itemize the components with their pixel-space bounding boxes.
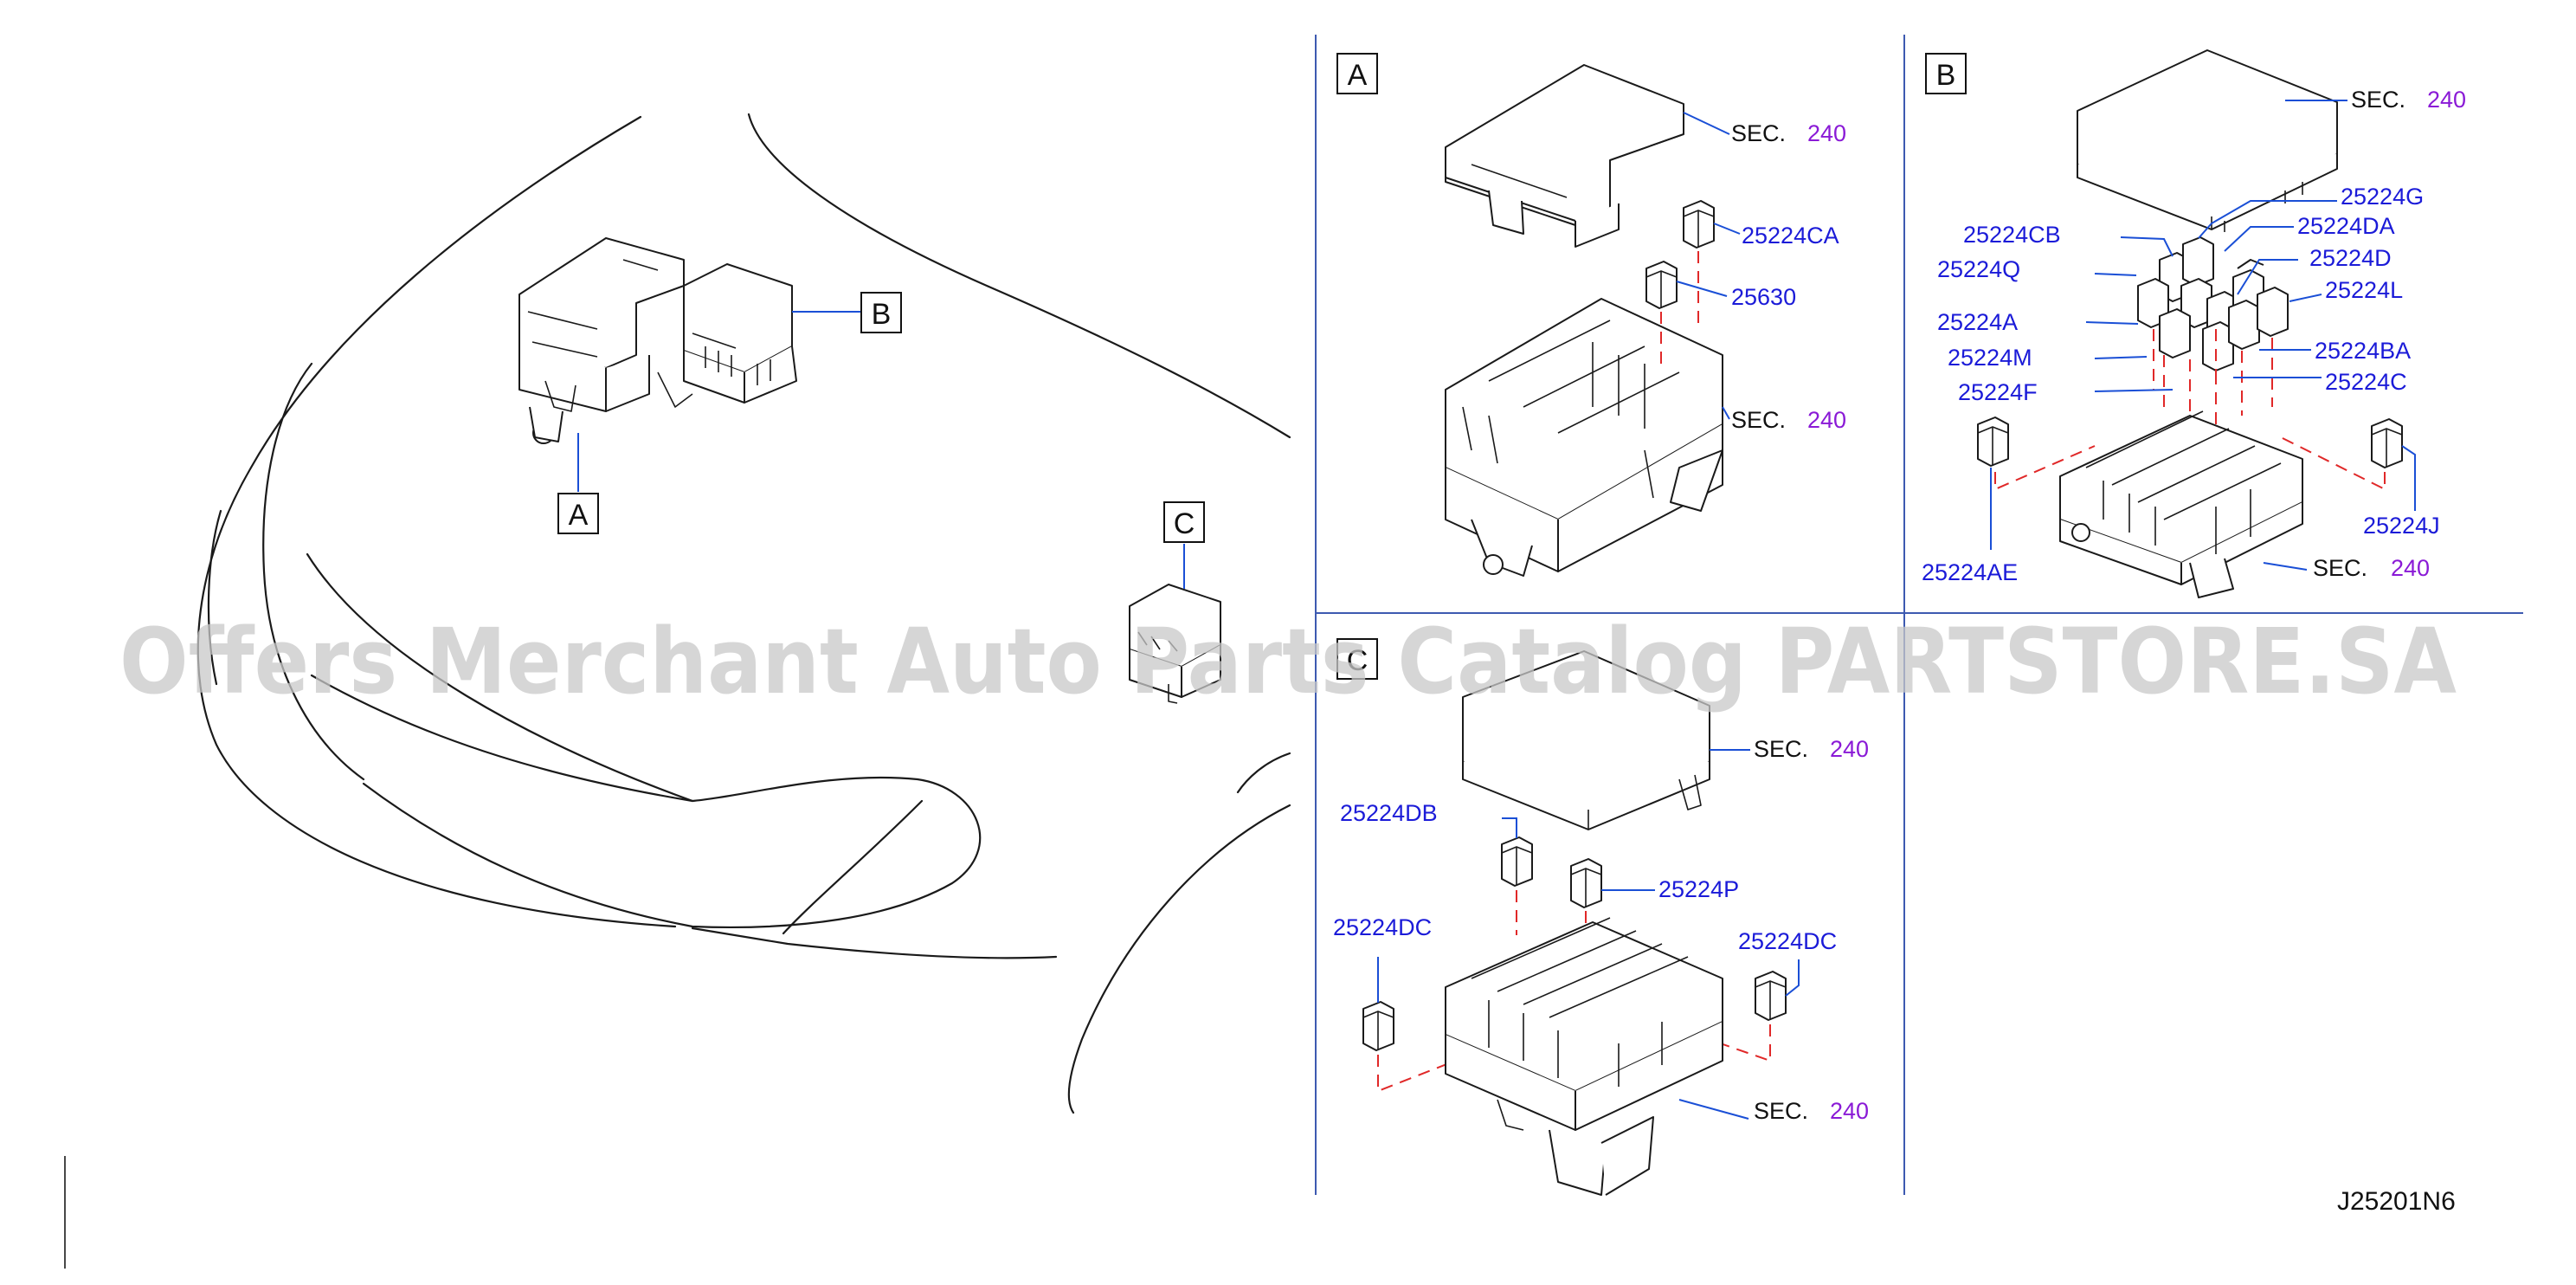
part-number-25224g: 25224G [2341,184,2424,210]
body-contour [196,115,677,928]
body-contour [747,113,1291,439]
panel-a-tag-box [1336,53,1378,94]
panel-c-tag-box [1336,638,1378,680]
drawing-code: J25201N6 [2337,1187,2456,1216]
vehicle-overview: B A C [196,113,1291,1114]
body-contour [782,799,924,935]
part-number-25224ba: 25224BA [2315,338,2411,364]
leader-line [2401,445,2416,511]
sec-label: SEC. [1731,407,1786,433]
fuse-box-b-cover [2077,49,2338,232]
panel-b-tag: B [1936,59,1956,92]
sec-label: SEC. [2351,87,2405,113]
body-contour [262,362,365,781]
relay-25224dc-right [1755,971,1787,1021]
part-number-25224d: 25224D [2309,245,2392,271]
panel-b: B [1922,49,2466,598]
part-number-25224ca: 25224CA [1742,223,1839,249]
leader-line [2237,259,2298,295]
relay-25224ae [1977,416,2009,467]
callout-c-box [1163,501,1205,543]
sec-number: 240 [2391,555,2430,581]
leader-line [1502,817,1517,838]
part-number-25224l: 25224L [2325,277,2403,303]
part-number-25224dc-left: 25224DC [1333,914,1432,940]
leader-line [1676,281,1728,297]
part-number-25224cb: 25224CB [1963,222,2061,248]
sec-label: SEC. [1754,736,1808,762]
leader-line [2085,321,2139,325]
leader-line [1713,223,1741,235]
panel-b-tag-box [1925,53,1967,94]
leader-line [1683,112,1730,135]
part-number-25224f: 25224F [1958,379,2038,405]
part-number-25224c: 25224C [2325,369,2407,395]
part-number-25224a: 25224A [1937,309,2018,335]
relay-box-c-base [1445,917,1723,1196]
relay-box-c-cover [1462,650,1710,830]
relay-box-c-overview [1129,584,1221,704]
callout-b-label: B [872,298,892,331]
body-contour [306,552,982,929]
body-contour [1067,804,1291,1114]
sec-label: SEC. [1754,1098,1808,1124]
relay-cluster-b [2137,236,2289,371]
sec-number: 240 [1807,120,1846,146]
leader-line [2094,356,2148,359]
part-number-25630: 25630 [1731,284,1796,310]
sec-label: SEC. [2313,555,2367,581]
body-contour [1236,752,1291,794]
callout-a-box [557,493,599,534]
callout-a-label: A [569,499,589,532]
leader-line [1678,1099,1749,1120]
leader-line [2094,389,2174,392]
leader-line [2224,226,2294,252]
fuse-box-a-base [1445,298,1723,577]
relay-25224p [1570,858,1602,908]
part-number-25224dc-right: 25224DC [1738,928,1837,954]
fuse-box-b-overview [657,263,797,408]
relay-25224ca [1683,200,1715,249]
part-number-25224p: 25224P [1658,876,1739,902]
leader-line [2289,294,2322,302]
fuse-box-b-base [2059,410,2303,598]
sec-number: 240 [1830,736,1869,762]
leader-line [1785,959,1800,997]
callout-b-box [860,292,902,333]
panel-c: C [1333,638,1869,1196]
panel-a-tag: A [1348,59,1368,92]
body-contour [207,509,222,686]
leader-line [2263,562,2308,571]
fuse-box-a-cover [1445,64,1684,248]
relay-25224dc-left [1362,1001,1394,1051]
sec-number: 240 [1830,1098,1869,1124]
panel-grid [1315,35,2523,1195]
watermark: Offers Merchant Auto Parts Catalog PARTS… [119,609,2457,714]
leader-line [2094,273,2137,276]
panel-a: A [1336,53,1846,577]
part-number-25224da: 25224DA [2297,213,2395,239]
fuse-box-a-overview [518,237,685,444]
panel-c-tag: C [1347,644,1368,677]
part-number-25224j: 25224J [2363,513,2440,539]
relay-25224j [2371,418,2403,468]
part-number-25224db: 25224DB [1340,800,1438,826]
sec-label: SEC. [1731,120,1786,146]
part-number-25224ae: 25224AE [1922,559,2018,585]
relay-25630 [1645,261,1678,309]
body-contour [310,674,694,803]
sec-number: 240 [1807,407,1846,433]
body-contour [691,927,1058,959]
sec-number: 240 [2427,87,2466,113]
leader-line [1722,406,1730,420]
relay-25224db [1501,836,1533,887]
leader-line [2120,236,2174,257]
part-number-25224q: 25224Q [1937,256,2020,282]
part-number-25224m: 25224M [1948,345,2032,371]
callout-c-label: C [1174,507,1195,540]
leader-line [2198,200,2337,239]
